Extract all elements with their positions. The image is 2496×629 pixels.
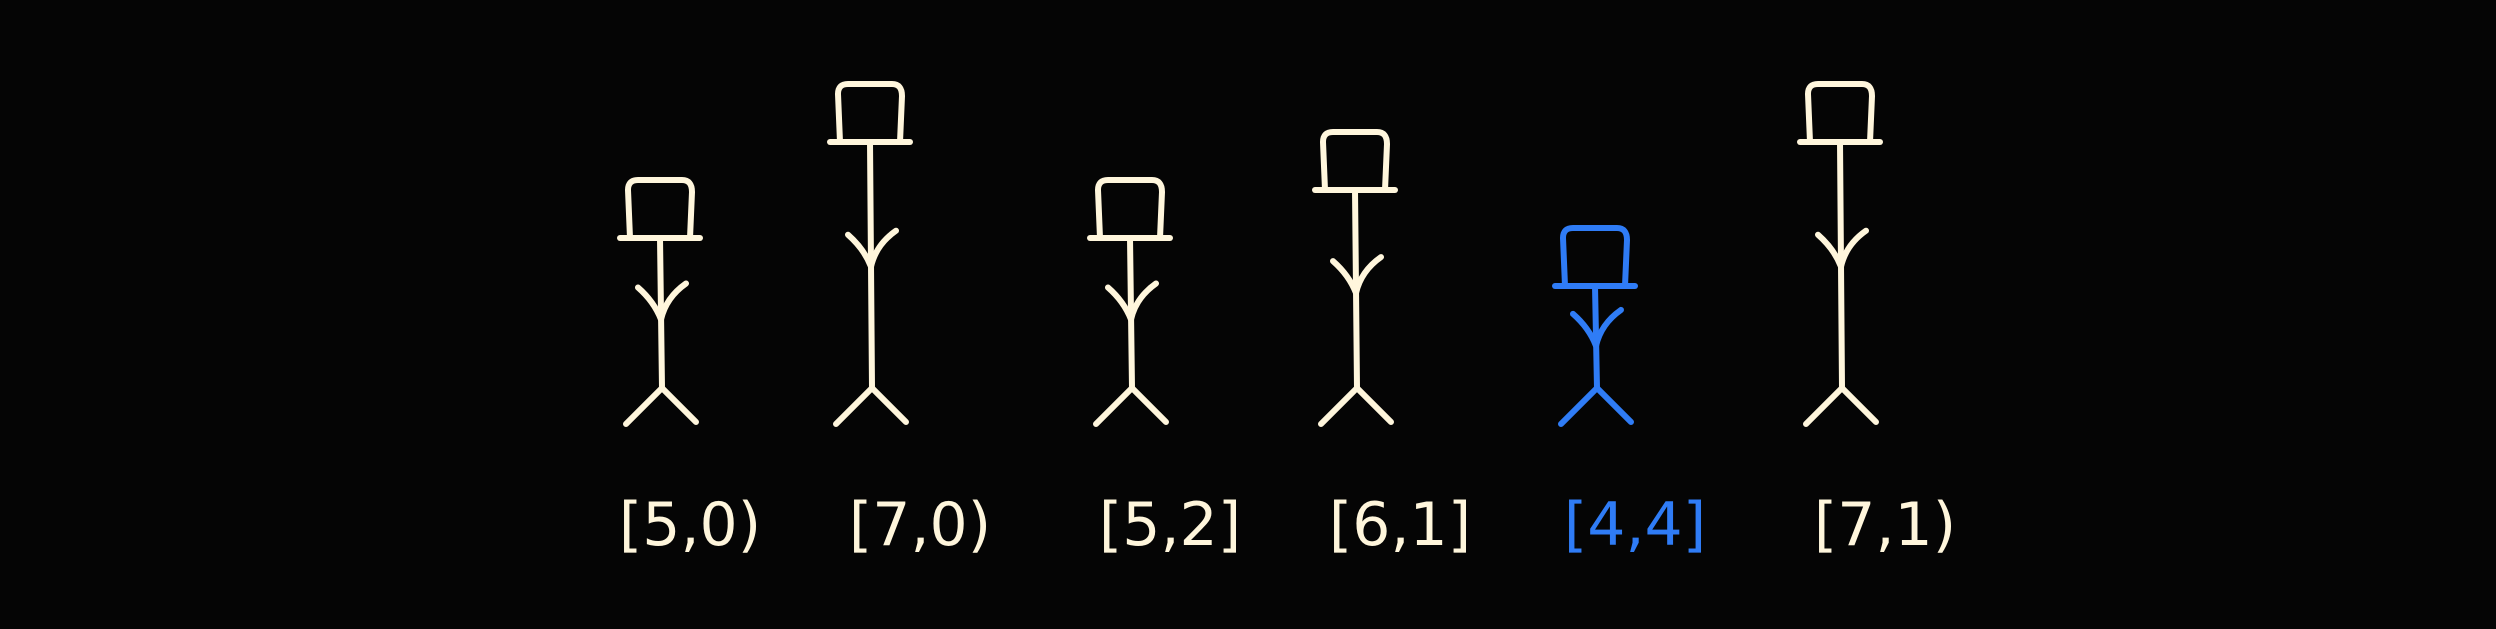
- figure-arms: [1570, 306, 1624, 349]
- stick-figure-1: [5,0): [617, 177, 761, 560]
- figure-head: [1095, 177, 1165, 241]
- figure-arms: [1105, 280, 1159, 323]
- figure-head: [1805, 81, 1875, 145]
- figure-arms: [845, 227, 899, 270]
- figure-legs: [1318, 385, 1394, 427]
- stick-figure-5: [4,4]: [1552, 225, 1706, 560]
- figure-label: [6,1]: [1329, 490, 1471, 560]
- figure-label: [7,1): [1814, 490, 1956, 560]
- figure-legs: [623, 385, 699, 427]
- figure-label: [4,4]: [1564, 490, 1706, 560]
- stick-figure-6: [7,1): [1797, 81, 1956, 560]
- figure-legs: [1803, 385, 1879, 427]
- figure-arms: [1815, 227, 1869, 270]
- stick-figure-4: [6,1]: [1312, 129, 1471, 560]
- stick-figure-3: [5,2]: [1087, 177, 1241, 560]
- figure-head: [835, 81, 905, 145]
- figure-head: [1320, 129, 1390, 193]
- figure-label: [5,0): [619, 490, 761, 560]
- figure-legs: [1093, 385, 1169, 427]
- figure-arms: [635, 280, 689, 323]
- figure-label: [5,2]: [1099, 490, 1241, 560]
- figure-legs: [1558, 385, 1634, 427]
- figure-head: [625, 177, 695, 241]
- figure-legs: [833, 385, 909, 427]
- stick-figure-2: [7,0): [827, 81, 991, 560]
- figure-arms: [1330, 254, 1384, 297]
- figure-head: [1560, 225, 1630, 289]
- figure-label: [7,0): [849, 490, 991, 560]
